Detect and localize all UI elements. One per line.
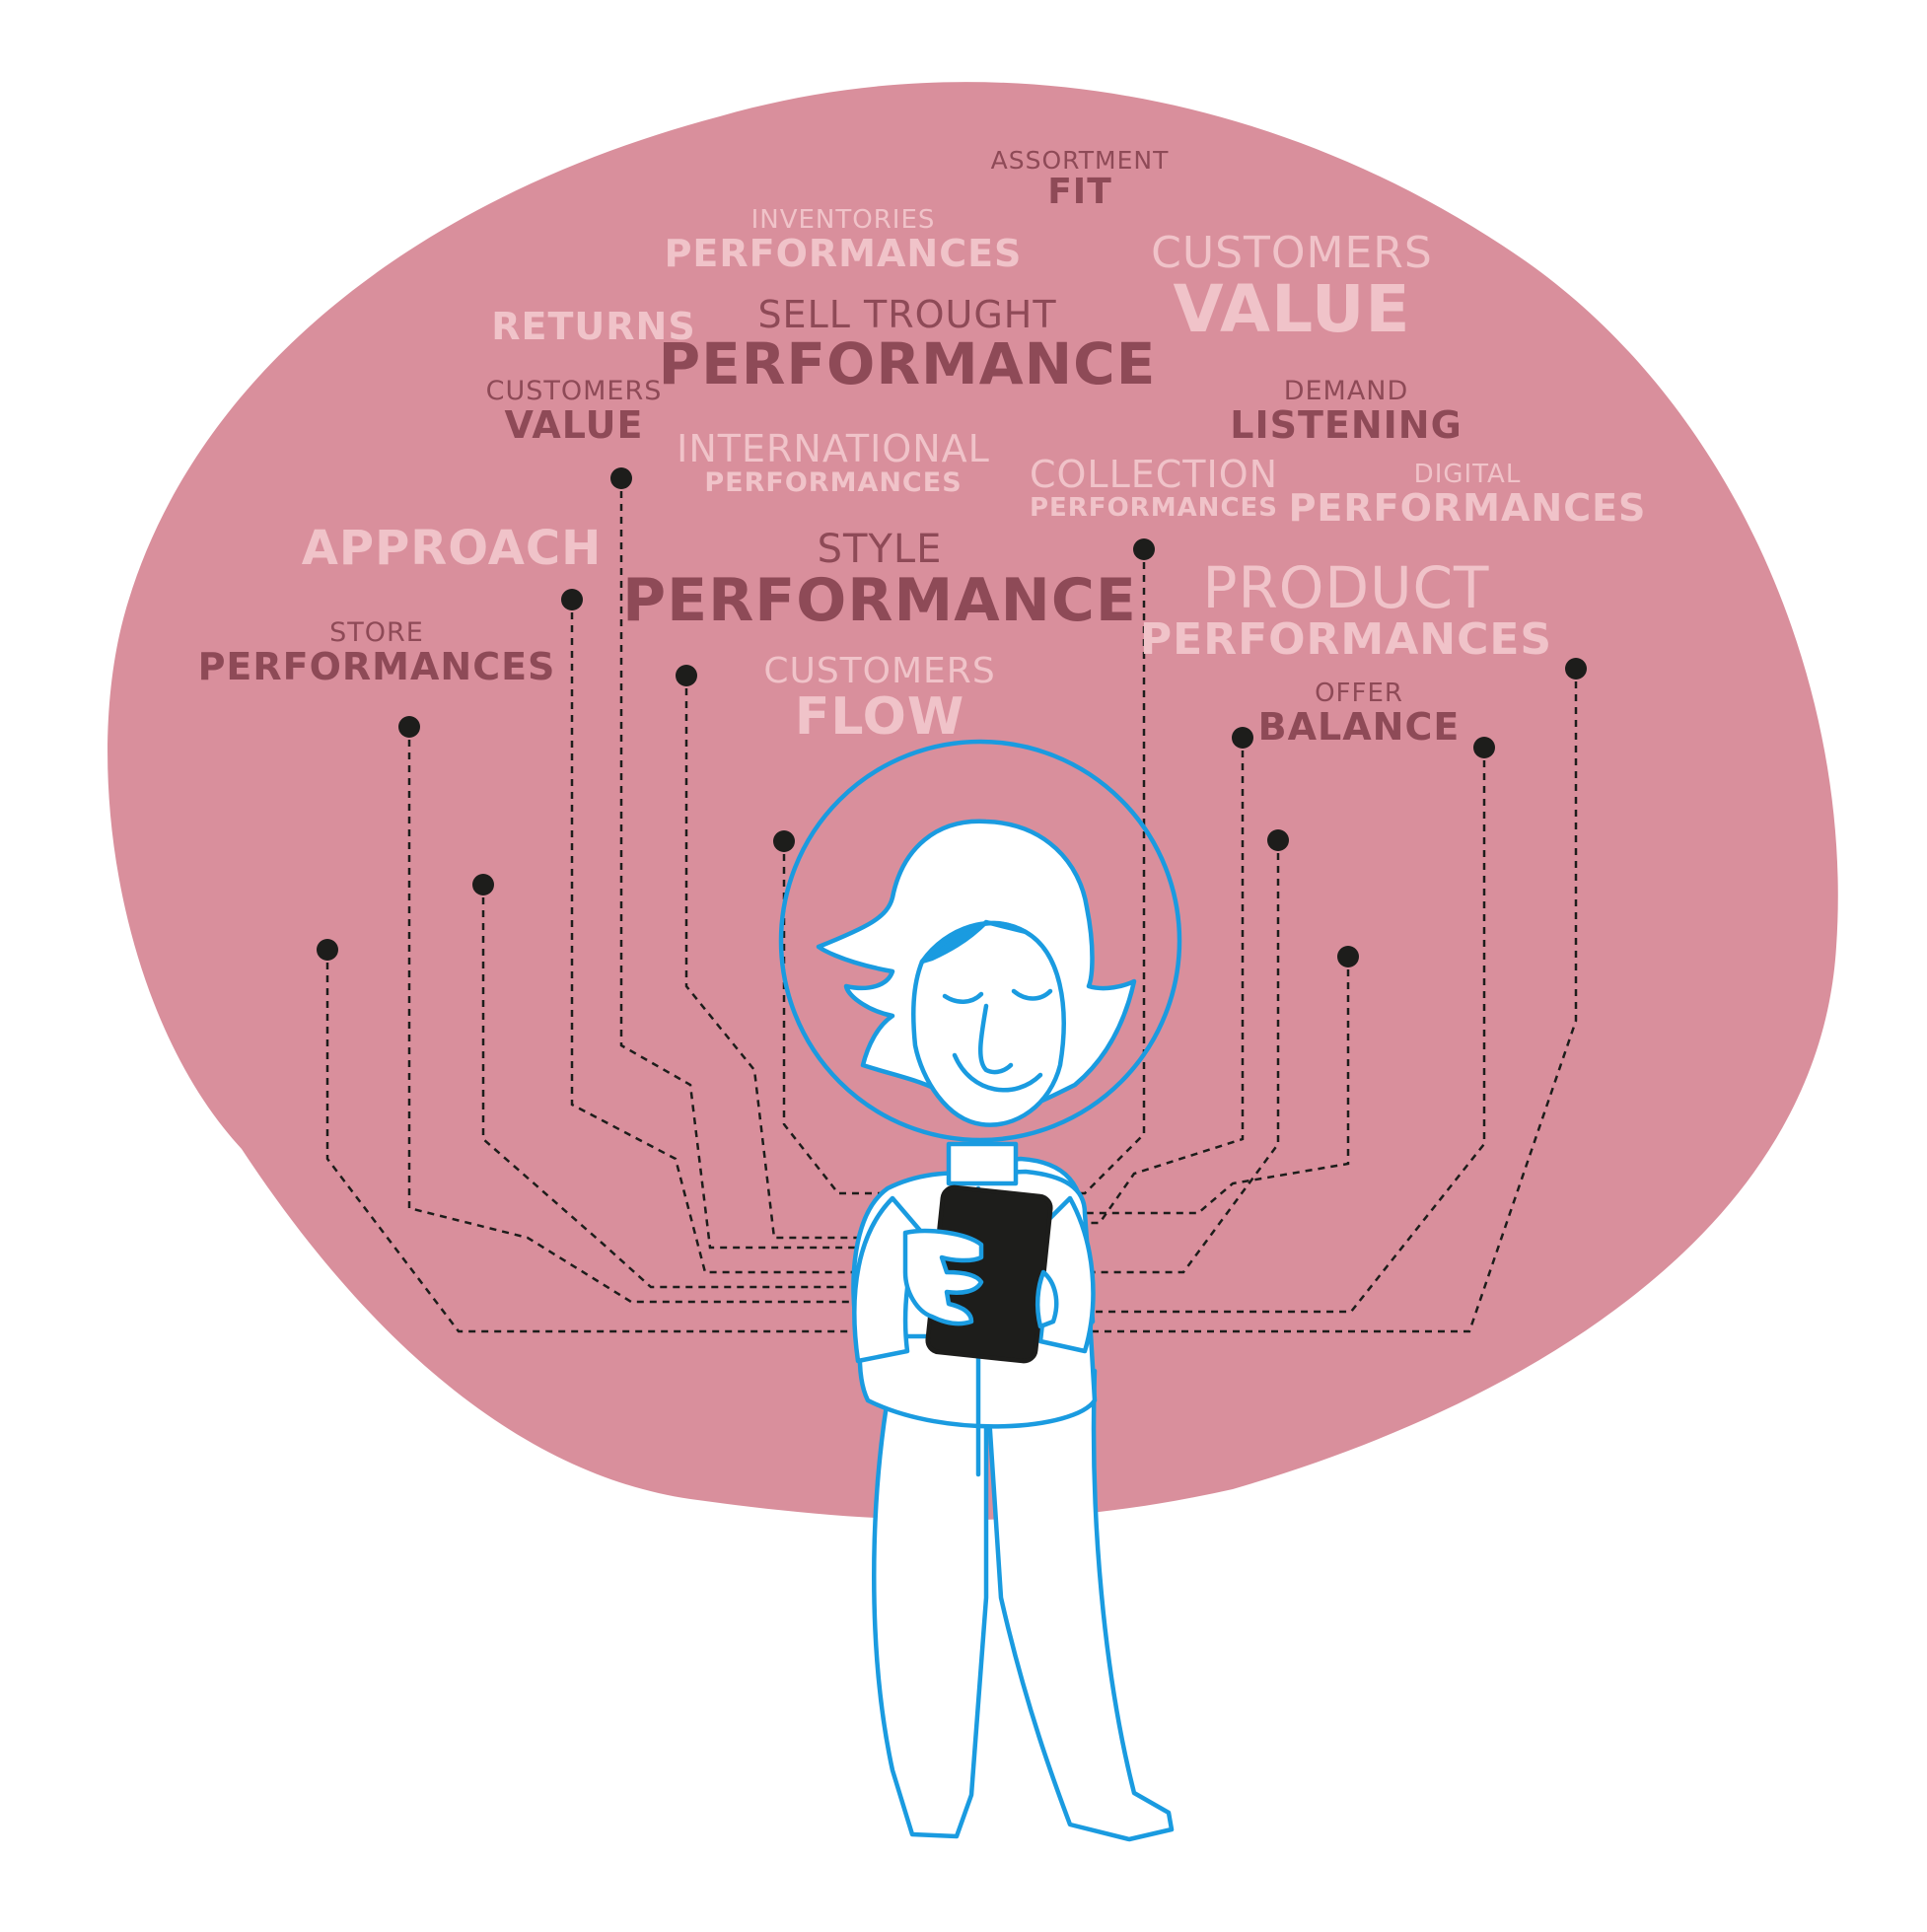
nose bbox=[977, 1003, 1014, 1075]
word-big-text: PERFORMANCES bbox=[197, 645, 556, 688]
connector-dot-10 bbox=[1267, 829, 1289, 851]
word-small-text: INVENTORIES bbox=[750, 205, 936, 235]
astronaut-figure bbox=[778, 739, 1182, 1842]
word-big-text: BALANCE bbox=[1257, 705, 1461, 749]
connector-line-1 bbox=[619, 478, 986, 1250]
right-eye bbox=[1011, 988, 1053, 1001]
word-returns: RETURNS bbox=[491, 308, 695, 345]
word-small-text: CUSTOMERS bbox=[1151, 228, 1433, 278]
left-leg bbox=[872, 1368, 989, 1839]
connector-dot-5 bbox=[398, 716, 420, 738]
connector-dot-4 bbox=[773, 830, 795, 852]
word-big-text: PERFORMANCE bbox=[622, 566, 1137, 635]
word-small-text: SELL TROUGHT bbox=[757, 293, 1057, 336]
word-big-text: PERFORMANCES bbox=[664, 232, 1023, 275]
word-small-text: STORE bbox=[329, 617, 424, 648]
helmet-bubble bbox=[778, 739, 1182, 1143]
word-big-text: FIT bbox=[1047, 172, 1112, 212]
word-small-text: ASSORTMENT bbox=[990, 146, 1170, 175]
connector-line-2 bbox=[570, 600, 986, 1274]
left-hand bbox=[902, 1228, 984, 1326]
word-small-text: DEMAND bbox=[1283, 376, 1409, 406]
background-blob bbox=[107, 82, 1838, 1521]
word-big-text: PERFORMANCES bbox=[1288, 486, 1647, 530]
word-small-text: PRODUCT bbox=[1202, 554, 1490, 621]
word-big-text: PERFORMANCES bbox=[1139, 614, 1553, 665]
connector-line-3 bbox=[684, 676, 986, 1240]
dashed-connector-lines bbox=[317, 467, 1587, 1333]
word-small-text: STYLE bbox=[817, 527, 943, 572]
word-small-text: COLLECTION bbox=[1029, 453, 1279, 496]
word-big-text: PERFORMANCES bbox=[704, 467, 963, 498]
word-big-text: PERFORMANCES bbox=[1029, 493, 1279, 523]
connector-line-7 bbox=[325, 950, 986, 1333]
connector-dot-13 bbox=[1565, 658, 1587, 680]
connector-dot-12 bbox=[1473, 737, 1495, 758]
connector-dot-11 bbox=[1337, 946, 1359, 967]
connector-line-6 bbox=[481, 885, 986, 1289]
word-big-text: FLOW bbox=[794, 687, 965, 747]
connector-dot-3 bbox=[676, 665, 697, 686]
word-big-text: VALUE bbox=[504, 403, 644, 447]
connector-dot-9 bbox=[1232, 727, 1253, 749]
connector-line-11 bbox=[986, 957, 1350, 1215]
word-big-text: PERFORMANCE bbox=[658, 330, 1157, 397]
word-big-text: LISTENING bbox=[1230, 403, 1463, 447]
connector-dot-6 bbox=[472, 874, 494, 895]
connector-line-5 bbox=[407, 727, 986, 1304]
left-eye bbox=[942, 991, 984, 1004]
connector-dot-2 bbox=[561, 589, 583, 610]
right-hand bbox=[1035, 1269, 1059, 1329]
word-small-text: CUSTOMERS bbox=[763, 651, 996, 691]
word-small-text: DIGITAL bbox=[1413, 460, 1522, 489]
connector-line-9 bbox=[986, 738, 1245, 1225]
word-small-text: CUSTOMERS bbox=[485, 376, 663, 406]
word-big-text: APPROACH bbox=[301, 521, 603, 576]
right-leg bbox=[983, 1368, 1175, 1842]
connector-line-12 bbox=[986, 748, 1486, 1314]
smile bbox=[952, 1052, 1043, 1093]
neck-collar bbox=[946, 1141, 1019, 1186]
word-big-text: RETURNS bbox=[491, 305, 696, 348]
connector-line-13 bbox=[986, 669, 1578, 1333]
word-small-text: OFFER bbox=[1315, 679, 1403, 708]
hair-fringe bbox=[919, 919, 1029, 965]
word-small-text: INTERNATIONAL bbox=[677, 427, 990, 470]
word-approach: APPROACH bbox=[302, 525, 603, 572]
word-big-text: VALUE bbox=[1173, 271, 1411, 347]
connector-dot-8 bbox=[1133, 538, 1155, 560]
connector-dot-1 bbox=[610, 467, 632, 489]
connector-dot-7 bbox=[317, 939, 338, 961]
